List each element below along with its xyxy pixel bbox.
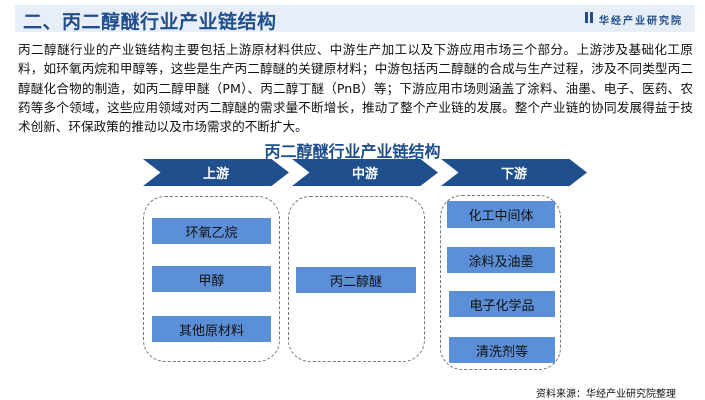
header-bar: 二、丙二醇醚行业产业链结构 华经产业研究院 <box>15 5 695 33</box>
stage-midstream-header: 中游 <box>292 159 438 186</box>
stage-downstream-header: 下游 <box>441 159 587 186</box>
upstream-container <box>143 196 280 362</box>
page-title: 二、丙二醇醚行业产业链结构 <box>23 11 277 33</box>
logo-icon <box>585 12 588 23</box>
source-note: 资料来源：华经产业研究院整理 <box>536 389 676 400</box>
downstream-item: 涂料及油墨 <box>447 247 555 273</box>
downstream-container <box>440 195 561 370</box>
upstream-item: 其他原材料 <box>152 316 271 342</box>
downstream-item: 电子化学品 <box>449 291 555 317</box>
intro-paragraph: 丙二醇醚行业的产业链结构主要包括上游原材料供应、中游生产加工以及下游应用市场三个… <box>18 42 693 135</box>
brand-logo: 华经产业研究院 <box>585 12 683 27</box>
downstream-item: 化工中间体 <box>447 201 555 228</box>
diagram-title: 丙二醇醚行业产业链结构 <box>264 142 441 161</box>
upstream-item: 甲醇 <box>152 266 271 292</box>
brand-name: 华经产业研究院 <box>599 16 683 27</box>
upstream-item: 环氧乙烷 <box>152 218 271 244</box>
downstream-item: 清洗剂等 <box>449 337 555 363</box>
midstream-container <box>288 196 425 362</box>
stage-upstream-header: 上游 <box>143 159 289 186</box>
midstream-item: 丙二醇醚 <box>296 267 416 293</box>
